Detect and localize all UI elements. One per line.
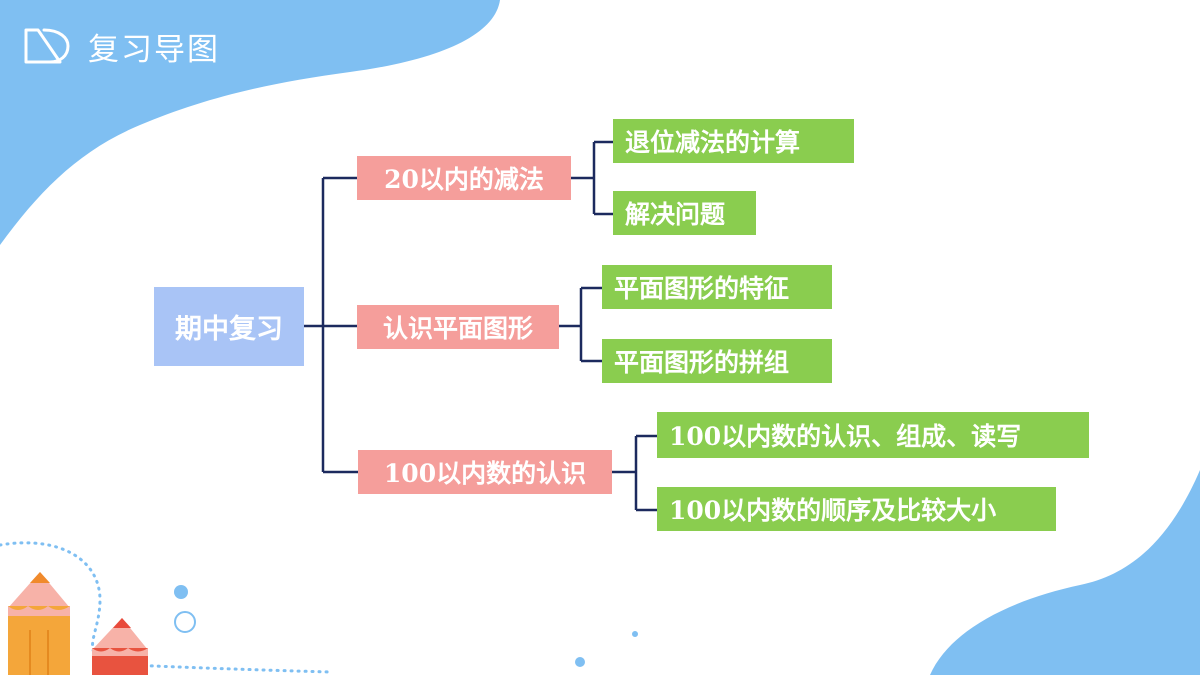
leaf-node-figure-features: 平面图形的特征 [602, 265, 832, 309]
play-logo-icon [24, 28, 70, 64]
leaf-node-figure-assembly: 平面图形的拼组 [602, 339, 832, 383]
ring-decoration [174, 611, 196, 633]
page-title: 复习导图 [88, 31, 220, 68]
leaf-node-number-order: 100以内数的顺序及比较大小 [657, 487, 1056, 531]
mindmap-root-node: 期中复习 [154, 287, 304, 366]
top-left-blob [0, 0, 500, 245]
pencil-icon [92, 618, 148, 675]
dot-decoration [632, 631, 638, 637]
leaf-node-number-composition: 100以内数的认识、组成、读写 [657, 412, 1089, 458]
leaf-node-problem-solving: 解决问题 [613, 191, 756, 235]
dot-decoration [575, 657, 585, 667]
header: 复习导图 [20, 22, 220, 70]
pencil-icon [8, 572, 70, 675]
leaf-node-borrow-subtraction: 退位减法的计算 [613, 119, 854, 163]
branch-node-numbers-100: 100以内数的认识 [358, 450, 612, 494]
dot-decoration [174, 585, 188, 599]
branch-node-plane-figures: 认识平面图形 [357, 305, 559, 349]
branch-node-subtraction: 20以内的减法 [357, 156, 571, 200]
bottom-right-blob [930, 470, 1200, 675]
